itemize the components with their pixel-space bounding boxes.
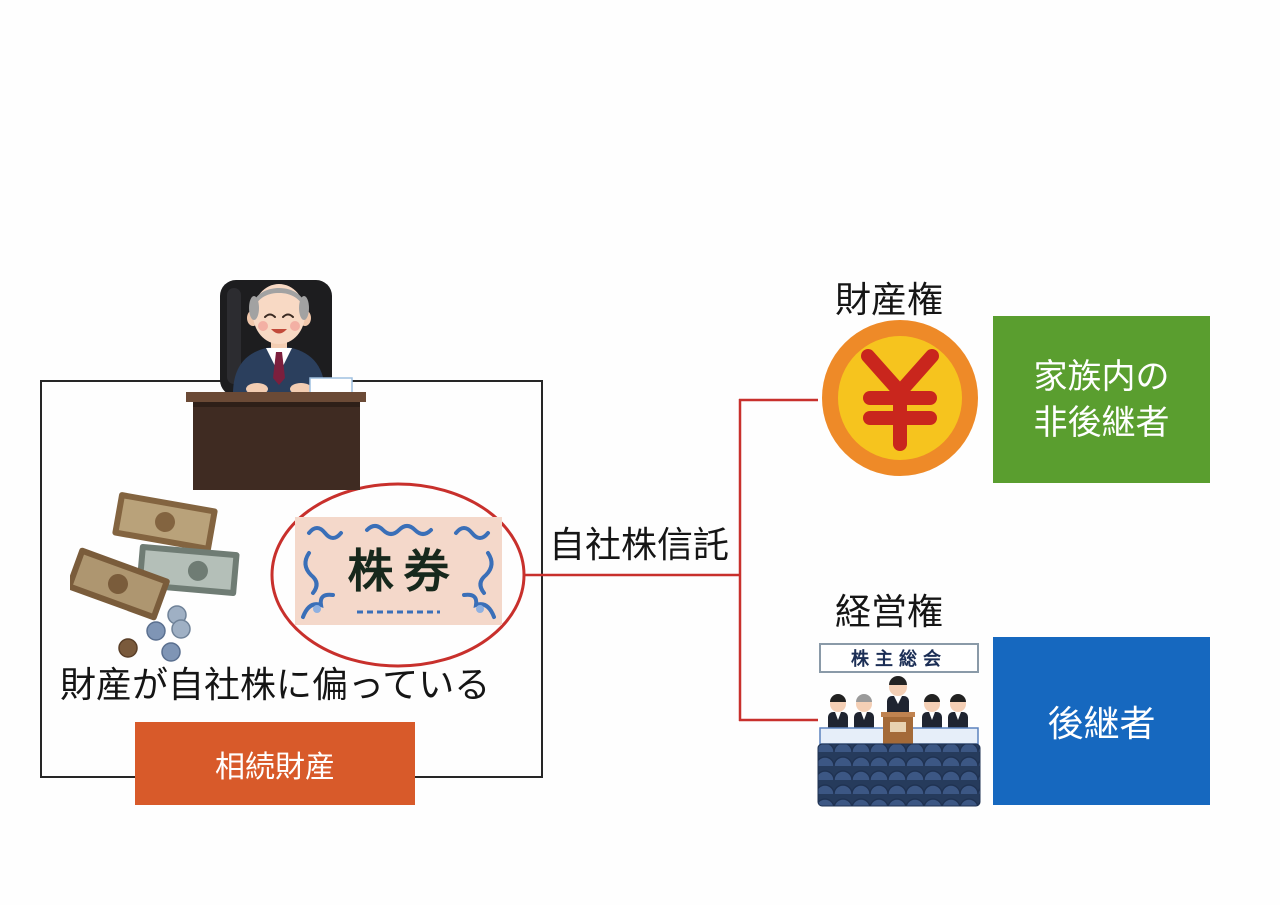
coin [171, 619, 191, 639]
non-successor-line1: 家族内の [1033, 356, 1170, 397]
non-successor-box: 家族内の 非後継者 [993, 316, 1210, 483]
nameplate [309, 377, 353, 394]
hair [251, 288, 307, 312]
inheritance-label: 相続財産 [215, 749, 335, 785]
management-right-heading: 経営権 [835, 592, 944, 633]
banknote [112, 492, 218, 552]
trust-connector-label: 自社株信託 [549, 525, 730, 566]
successor-box: 後継者 [993, 637, 1210, 805]
board-member [828, 694, 848, 732]
board-member [948, 694, 968, 732]
coin [146, 621, 166, 641]
money-illustration [70, 492, 240, 662]
shareholders-meeting-illustration: 株主総会 [817, 643, 981, 807]
desk [193, 402, 360, 490]
asset-bias-statement: 財産が自社株に偏っている [60, 665, 491, 706]
stock-certificate-icon: 株券 [295, 517, 502, 625]
certificate-text: 株券 [347, 544, 460, 598]
successor-label: 後継者 [1047, 704, 1156, 745]
banknote [70, 547, 170, 621]
non-successor-line2: 非後継者 [1033, 402, 1170, 443]
inheritance-label-box: 相続財産 [135, 722, 415, 805]
meeting-sign [819, 643, 979, 673]
coin [118, 638, 138, 658]
desk-top [186, 392, 366, 402]
tie [273, 352, 285, 385]
president-at-desk-illustration [186, 280, 366, 490]
audience [817, 743, 981, 807]
property-right-heading: 財産権 [835, 280, 944, 321]
yen-coin-icon [822, 320, 978, 476]
certificate-decoration [301, 524, 496, 619]
board-member [854, 694, 874, 732]
board-member [922, 694, 942, 732]
meeting-sign-text: 株主総会 [851, 648, 947, 670]
coin [161, 642, 181, 662]
